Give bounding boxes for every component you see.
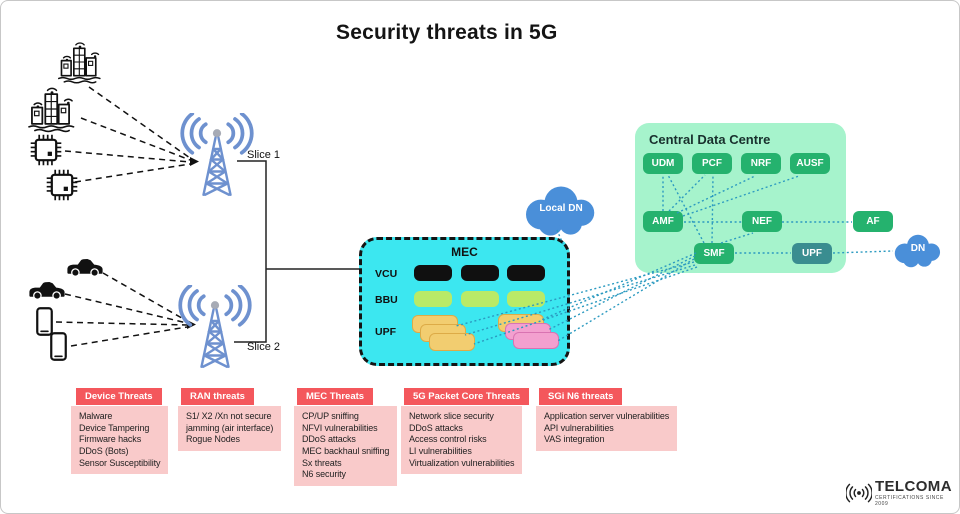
- threat-list-mec: CP/UP sniffing NFVI vulnerabilities DDoS…: [294, 406, 398, 487]
- node-upf-core: UPF: [792, 243, 832, 264]
- dn-label: DN: [910, 242, 926, 254]
- threat-item: NFVI vulnerabilities: [302, 422, 378, 433]
- vcu-block: [507, 265, 545, 281]
- node-udm: UDM: [643, 153, 683, 174]
- threat-list-ran: S1/ X2 /Xn not secure jamming (air inter…: [178, 406, 282, 452]
- mec-row-vcu-label: VCU: [375, 268, 398, 280]
- iot-chip-icon: [29, 133, 63, 167]
- threat-item: Device Tampering: [79, 422, 150, 433]
- mec-title: MEC: [451, 245, 478, 259]
- threat-item: LI vulnerabilities: [409, 446, 472, 457]
- threat-item: DDoS attacks: [302, 434, 356, 445]
- threat-item: MEC backhaul sniffing: [302, 446, 390, 457]
- threat-item: Virtualization vulnerabilities: [409, 457, 515, 468]
- bbu-block: [461, 291, 499, 307]
- threat-header-device: Device Threats: [76, 388, 162, 405]
- threat-list-core: Network slice security DDoS attacks Acce…: [401, 406, 523, 475]
- threat-item: Malware: [79, 411, 113, 421]
- page-title: Security threats in 5G: [336, 21, 558, 44]
- slice1-label: Slice 1: [247, 149, 281, 161]
- central-data-centre-title: Central Data Centre: [649, 132, 771, 147]
- upf-card-yellow: [429, 333, 475, 351]
- threat-item: CP/UP sniffing: [302, 411, 359, 421]
- central-data-centre-box: Central Data Centre UDM PCF NRF AUSF AMF…: [635, 123, 846, 273]
- smart-city-icon: [56, 39, 104, 85]
- threat-item: jamming (air interface): [186, 422, 274, 433]
- threat-item: API vulnerabilities: [544, 422, 614, 433]
- node-amf: AMF: [643, 211, 683, 232]
- logo-name: TELCOMA: [874, 478, 952, 495]
- threat-header-mec: MEC Threats: [297, 388, 374, 405]
- threat-item: VAS integration: [544, 434, 605, 445]
- telcoma-logo: TELCOMA CERTIFICATIONS SINCE 2009: [846, 479, 959, 507]
- threat-header-sgi-n6: SGi N6 threats: [539, 388, 623, 405]
- threat-item: Application server vulnerabilities: [544, 411, 670, 421]
- threat-item: Network slice security: [409, 411, 494, 421]
- threat-header-core: 5G Packet Core Threats: [404, 388, 530, 405]
- dn-cloud: DN: [889, 228, 947, 274]
- smart-city-icon: [26, 85, 78, 133]
- vcu-block: [461, 265, 499, 281]
- slice2-label: Slice 2: [247, 341, 281, 353]
- mec-row-bbu-label: BBU: [375, 294, 398, 306]
- threat-item: Rogue Nodes: [186, 434, 240, 445]
- threat-header-ran: RAN threats: [181, 388, 254, 405]
- local-dn-cloud: Local DN: [516, 183, 606, 239]
- vcu-block: [414, 265, 452, 281]
- bbu-block: [507, 291, 545, 307]
- mec-row-upf-label: UPF: [375, 326, 396, 338]
- car-icon: [65, 256, 105, 278]
- node-ausf: AUSF: [790, 153, 830, 174]
- threat-item: Sensor Susceptibility: [79, 457, 161, 468]
- node-nrf: NRF: [741, 153, 781, 174]
- threat-item: DDoS (Bots): [79, 446, 129, 457]
- node-nef: NEF: [742, 211, 782, 232]
- mec-box: MEC VCU BBU UPF: [359, 237, 570, 366]
- logo-tagline: CERTIFICATIONS SINCE 2009: [874, 495, 944, 507]
- threat-list-device: Malware Device Tampering Firmware hacks …: [71, 406, 169, 475]
- node-smf: SMF: [694, 243, 734, 264]
- car-icon: [27, 279, 67, 301]
- threat-item: S1/ X2 /Xn not secure: [186, 411, 272, 421]
- threat-item: DDoS attacks: [409, 422, 463, 433]
- threat-item: Access control risks: [409, 434, 487, 445]
- threat-item: Sx threats: [302, 457, 342, 468]
- threat-list-sgi-n6: Application server vulnerabilities API v…: [536, 406, 678, 452]
- node-pcf: PCF: [692, 153, 732, 174]
- cell-tower-slice2-icon: [169, 285, 261, 369]
- signal-waves-icon: [846, 482, 872, 504]
- node-af: AF: [853, 211, 893, 232]
- bbu-block: [414, 291, 452, 307]
- local-dn-label: Local DN: [539, 202, 583, 214]
- phone-icon: [49, 332, 68, 361]
- threat-item: Firmware hacks: [79, 434, 142, 445]
- threat-item: N6 security: [302, 469, 346, 480]
- iot-chip-icon: [45, 168, 79, 202]
- upf-card-pink: [513, 332, 559, 349]
